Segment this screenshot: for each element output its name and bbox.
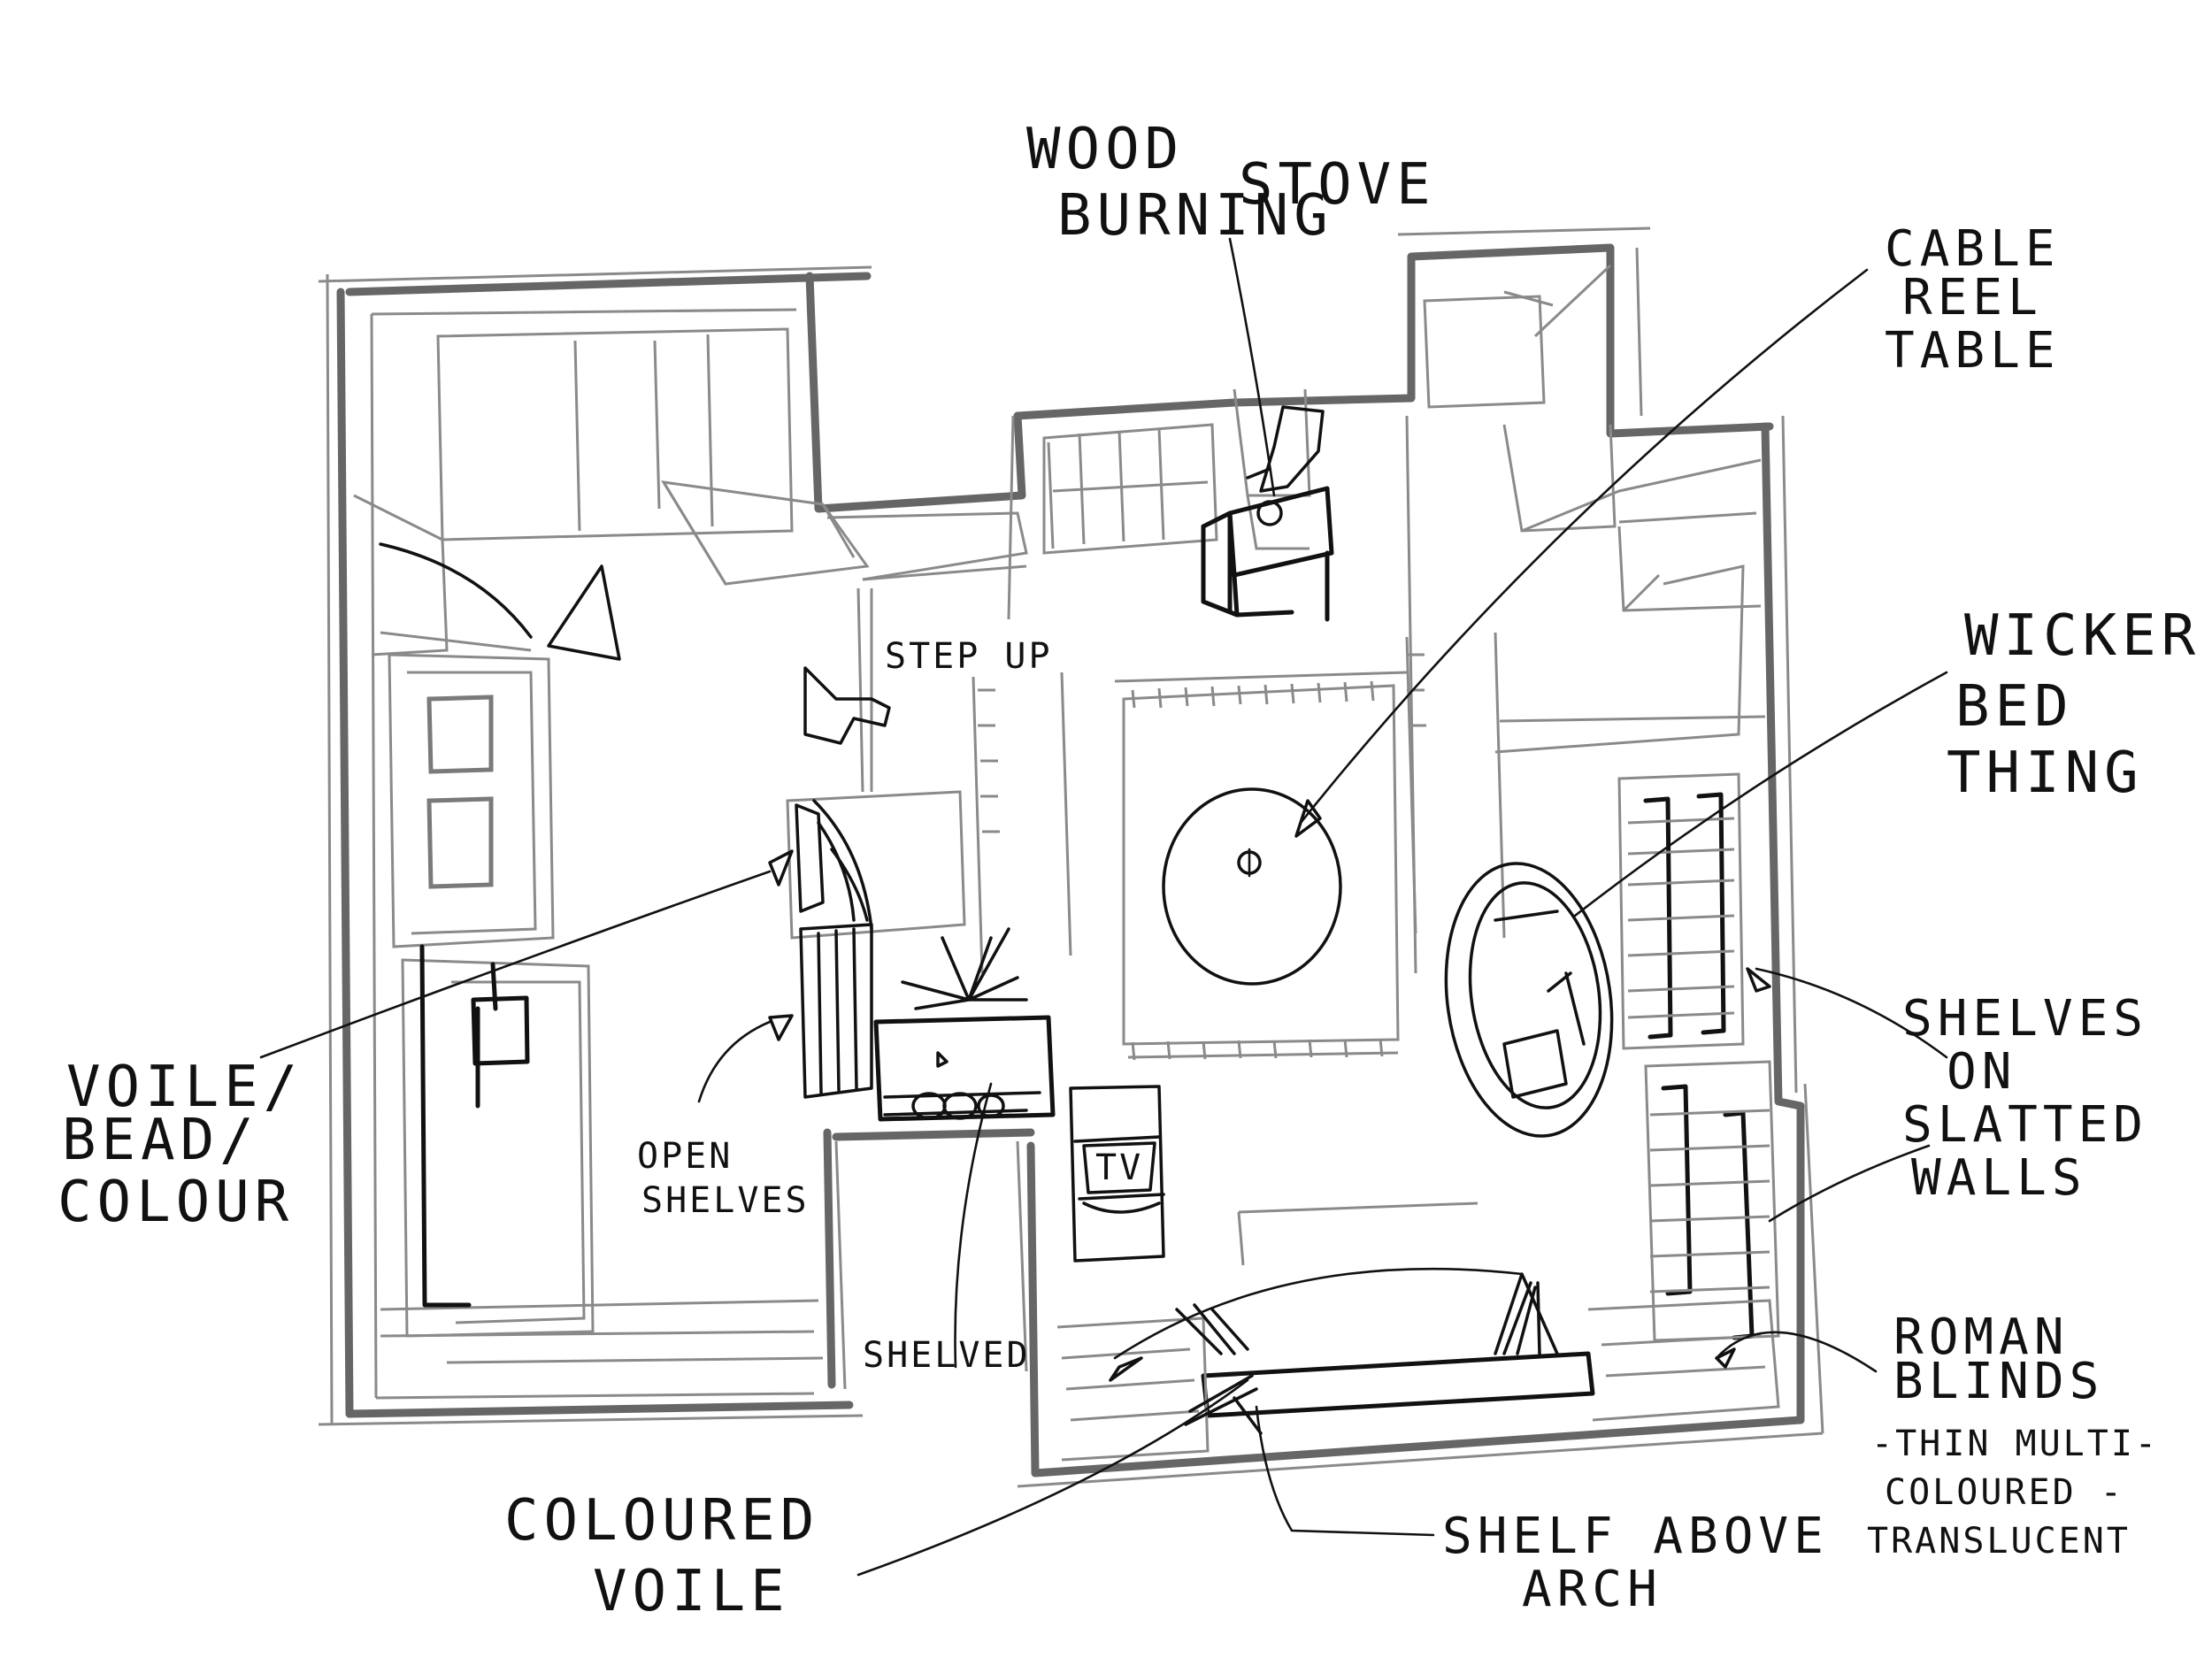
label-roman-line3: -THIN MULTI- [1871, 1424, 2159, 1464]
labels: WOOD BURNING STOVE CABLE REEL TABLE WICK… [58, 117, 2200, 1624]
label-slatted-line3: SLATTED [1902, 1096, 2148, 1154]
label-wicker-line3: THING [1947, 741, 2144, 806]
cable-reel-table [1162, 787, 1342, 986]
label-coloured-voile-line1: COLOURED [504, 1488, 819, 1554]
left-room-furniture [419, 944, 530, 1308]
label-shelf-arch-line1: SHELF ABOVE [1442, 1508, 1829, 1565]
label-roman-line4: COLOURED - [1885, 1472, 2124, 1513]
label-roman-line1: ROMAN [1893, 1309, 2070, 1366]
annotation-pointers [259, 237, 1948, 1577]
label-open-shelves-line2: SHELVES [641, 1180, 810, 1221]
label-wicker-line1: WICKER [1964, 603, 2200, 669]
label-shelved: SHELVED [863, 1335, 1031, 1376]
label-step-up: STEP UP [885, 636, 1053, 677]
label-cable-line2: REEL [1902, 269, 2043, 326]
label-open-shelves-line1: OPEN [637, 1136, 733, 1177]
label-cable-line1: CABLE [1885, 220, 2061, 278]
label-voile-line1: VOILE/ [66, 1055, 303, 1120]
label-wood-line3: STOVE [1239, 152, 1436, 218]
label-roman-line5: TRANSLUCENT [1867, 1521, 2131, 1562]
label-coloured-voile-line2: VOILE [593, 1559, 790, 1624]
label-wood-line1: WOOD [1026, 117, 1184, 182]
label-cable-line3: TABLE [1885, 322, 2061, 380]
rug [972, 632, 1506, 1266]
label-voile-line2: BEAD/ [62, 1108, 259, 1173]
label-wicker-line2: BED [1955, 674, 2074, 740]
wicker-bed-thing [1444, 862, 1614, 1138]
label-slatted-line2: ON [1947, 1043, 2016, 1101]
slatted-walls [1617, 772, 1780, 1342]
label-slatted-line4: WALLS [1911, 1149, 2087, 1207]
tv-label: TV [1095, 1148, 1143, 1188]
label-wood-line2: BURNING [1057, 183, 1333, 249]
label-roman-line2: BLINDS [1893, 1353, 2104, 1410]
label-voile-line3: COLOUR [58, 1170, 294, 1235]
room-walls [336, 243, 1805, 1478]
open-shelves-unit [786, 790, 1056, 1390]
label-slatted-line1: SHELVES [1902, 990, 2148, 1048]
tv-unit: TV [1069, 1085, 1165, 1263]
arch-and-voile [1056, 1272, 1780, 1462]
wood-burning-stove [1201, 405, 1334, 622]
label-shelf-arch-line2: ARCH [1522, 1561, 1663, 1618]
construction-lines [318, 226, 1824, 1488]
